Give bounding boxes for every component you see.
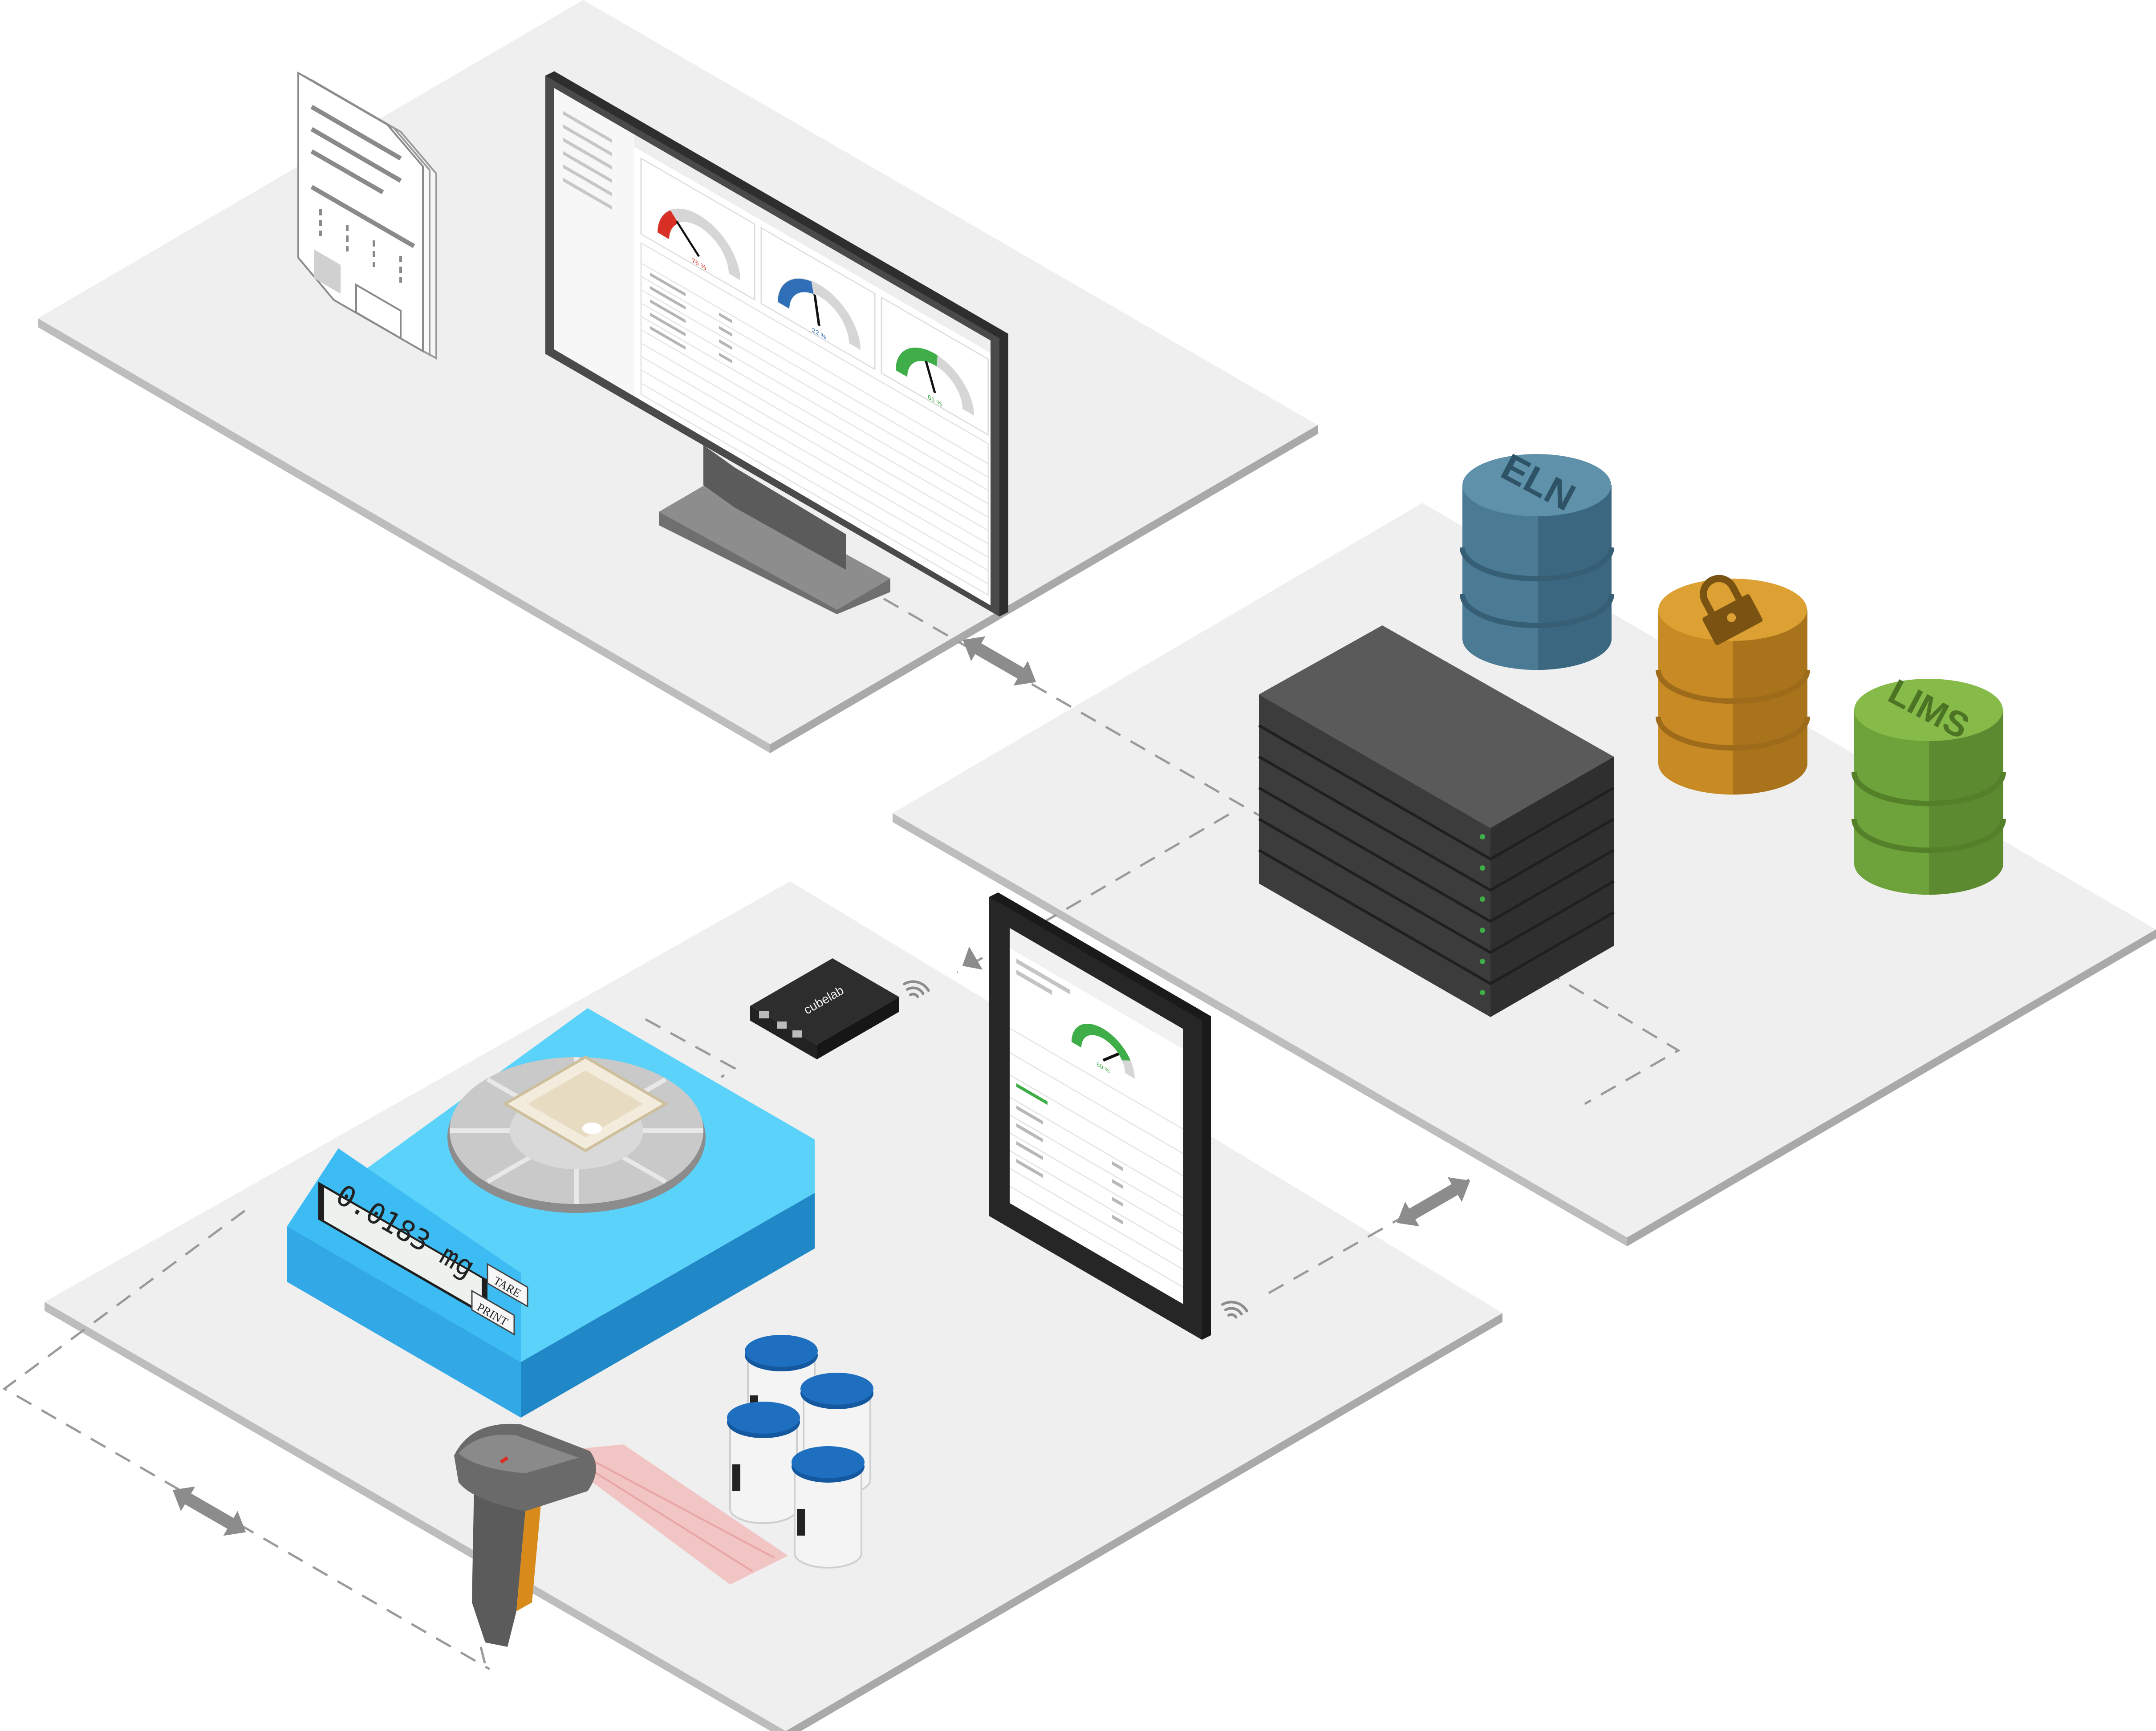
gauge-card-1: 76 % xyxy=(640,157,755,301)
monitor-table xyxy=(640,242,989,596)
link-scale-left xyxy=(2,1209,491,1670)
gauge-card-2: 22 % xyxy=(760,227,876,370)
arrow-monitor-server xyxy=(962,636,1036,686)
link-tablet-scale xyxy=(1268,1178,1470,1294)
arrow-server-lab xyxy=(1397,1177,1470,1227)
balance-side xyxy=(521,1193,815,1418)
gauge-card-3: 61 % xyxy=(881,296,989,436)
balance-front xyxy=(287,1226,521,1418)
tablet: 80 % xyxy=(989,892,1211,1340)
wifi-icon xyxy=(903,980,1248,1319)
office-platform-side-right xyxy=(770,425,1318,753)
link-monitor-server xyxy=(883,597,1274,825)
gateway-right xyxy=(817,997,899,1059)
sample-vials xyxy=(727,1335,873,1569)
link-scanner xyxy=(479,1646,489,1674)
vial-4 xyxy=(792,1446,865,1569)
monitor: 76 % 22 % 61 % xyxy=(545,71,1008,616)
double-arrow-icon xyxy=(172,636,1470,1536)
server-platform-side-right xyxy=(1627,929,2156,1246)
lock-icon xyxy=(1700,575,1763,645)
link-gateway-scale xyxy=(645,1018,737,1078)
analytical-balance: 0.0183 mg TARE PRINT xyxy=(287,1008,815,1418)
server-rack-top xyxy=(1259,625,1614,828)
server-platform-side xyxy=(893,813,1627,1246)
vial-3 xyxy=(727,1402,800,1524)
link-server-right xyxy=(1544,969,1681,1105)
balance-display xyxy=(324,1188,482,1311)
office-platform-side xyxy=(38,318,770,753)
server-rack xyxy=(1258,625,1615,1017)
monitor-stand xyxy=(659,445,890,614)
gateway-box: cubelab xyxy=(750,958,899,1059)
tablet-dashboard: 80 % xyxy=(1010,928,1183,1288)
monitor-dashboard: 76 % 22 % 61 % xyxy=(554,88,991,596)
database-lims: LIMS xyxy=(1851,672,2006,895)
scanner-handle xyxy=(472,1482,525,1647)
gateway-top xyxy=(750,958,899,1045)
barcode-scanner xyxy=(454,1423,788,1647)
document-icon xyxy=(297,71,437,360)
database-secure xyxy=(1656,575,1810,795)
arrow-lab-outside xyxy=(172,1486,246,1536)
monitor-header xyxy=(634,134,991,353)
server-status-leds xyxy=(1480,834,1485,995)
gateway-left xyxy=(750,1006,817,1059)
tablet-header xyxy=(1010,928,1183,1049)
monitor-sidebar xyxy=(554,88,634,396)
database-eln: ELN xyxy=(1460,446,1614,670)
arrow-tablet-link xyxy=(962,946,983,970)
